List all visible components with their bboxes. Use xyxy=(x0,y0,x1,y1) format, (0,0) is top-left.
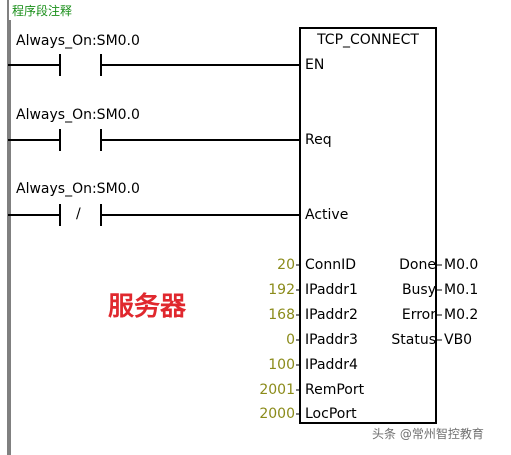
value-remport[interactable]: 2001 xyxy=(259,382,295,398)
value-ipaddr1[interactable]: 192 xyxy=(268,282,295,298)
value-locport[interactable]: 2000 xyxy=(259,406,295,422)
watermark-text: 头条 @常州智控教育 xyxy=(372,427,484,441)
pin-ipaddr2: IPaddr2 xyxy=(305,307,358,323)
value-ipaddr3[interactable]: 0 xyxy=(286,332,295,348)
pin-ipaddr1: IPaddr1 xyxy=(305,282,358,298)
value-error[interactable]: M0.2 xyxy=(444,307,479,323)
pin-remport: RemPort xyxy=(305,382,365,398)
pin-error: Error xyxy=(401,307,436,323)
value-done[interactable]: M0.0 xyxy=(444,257,479,273)
pin-busy: Busy xyxy=(401,282,436,298)
contact-en[interactable] xyxy=(8,54,300,76)
output-stubs xyxy=(436,264,442,341)
contact-label-en[interactable]: Always_On:SM0.0 xyxy=(16,33,140,49)
value-ipaddr2[interactable]: 168 xyxy=(268,307,295,323)
nc-contact-mark: / xyxy=(76,206,81,222)
value-status[interactable]: VB0 xyxy=(444,332,473,348)
network-comment[interactable]: 程序段注释 xyxy=(12,4,73,18)
tcp-connect-block[interactable] xyxy=(299,27,437,424)
pin-connid: ConnID xyxy=(305,257,356,273)
value-busy[interactable]: M0.1 xyxy=(444,282,479,298)
pin-en: EN xyxy=(305,57,325,73)
pin-active: Active xyxy=(305,207,349,223)
value-ipaddr4[interactable]: 100 xyxy=(268,357,295,373)
pin-ipaddr4: IPaddr4 xyxy=(305,357,358,373)
input-stubs xyxy=(296,264,300,415)
pin-req: Req xyxy=(305,132,332,148)
pin-status: Status xyxy=(391,332,436,348)
contact-req[interactable] xyxy=(8,129,300,151)
value-connid[interactable]: 20 xyxy=(277,257,295,273)
block-title: TCP_CONNECT xyxy=(317,32,419,48)
server-annotation: 服务器 xyxy=(108,292,187,322)
pin-ipaddr3: IPaddr3 xyxy=(305,332,358,348)
contact-label-req[interactable]: Always_On:SM0.0 xyxy=(16,107,140,123)
pin-done: Done xyxy=(399,257,436,273)
pin-locport: LocPort xyxy=(305,406,357,422)
contact-active[interactable] xyxy=(8,204,300,226)
contact-label-active[interactable]: Always_On:SM0.0 xyxy=(16,181,140,197)
